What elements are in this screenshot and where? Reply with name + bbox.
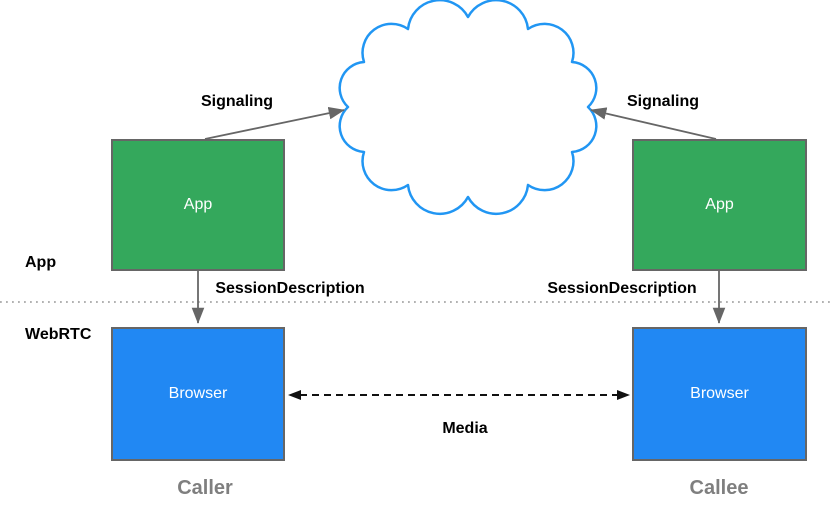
media-label: Media <box>442 420 488 437</box>
callee-caption: Callee <box>689 477 749 499</box>
caller-app-box-label: App <box>183 196 213 213</box>
network-cloud <box>338 0 598 216</box>
caller-browser-box-label: Browser <box>168 385 228 402</box>
session-description-label-left: SessionDescription <box>215 280 365 297</box>
signaling-label-left: Signaling <box>201 93 273 110</box>
signaling-arrow-right <box>590 107 717 140</box>
callee-app-box: App <box>632 139 807 271</box>
signaling-label-right: Signaling <box>627 93 699 110</box>
caller-caption: Caller <box>177 477 233 499</box>
media-arrowhead-left <box>288 390 301 400</box>
callee-browser-box: Browser <box>632 327 807 461</box>
caller-browser-box: Browser <box>111 327 285 461</box>
caller-app-box: App <box>111 139 285 271</box>
app-layer-label: App <box>25 254 57 271</box>
callee-browser-box-label: Browser <box>690 385 749 402</box>
media-arrowhead-right <box>617 390 630 400</box>
signaling-arrow-left <box>204 106 345 140</box>
session-description-label-right: SessionDescription <box>547 280 697 297</box>
webrtc-layer-label: WebRTC <box>25 326 92 343</box>
callee-app-box-label: App <box>705 196 734 213</box>
